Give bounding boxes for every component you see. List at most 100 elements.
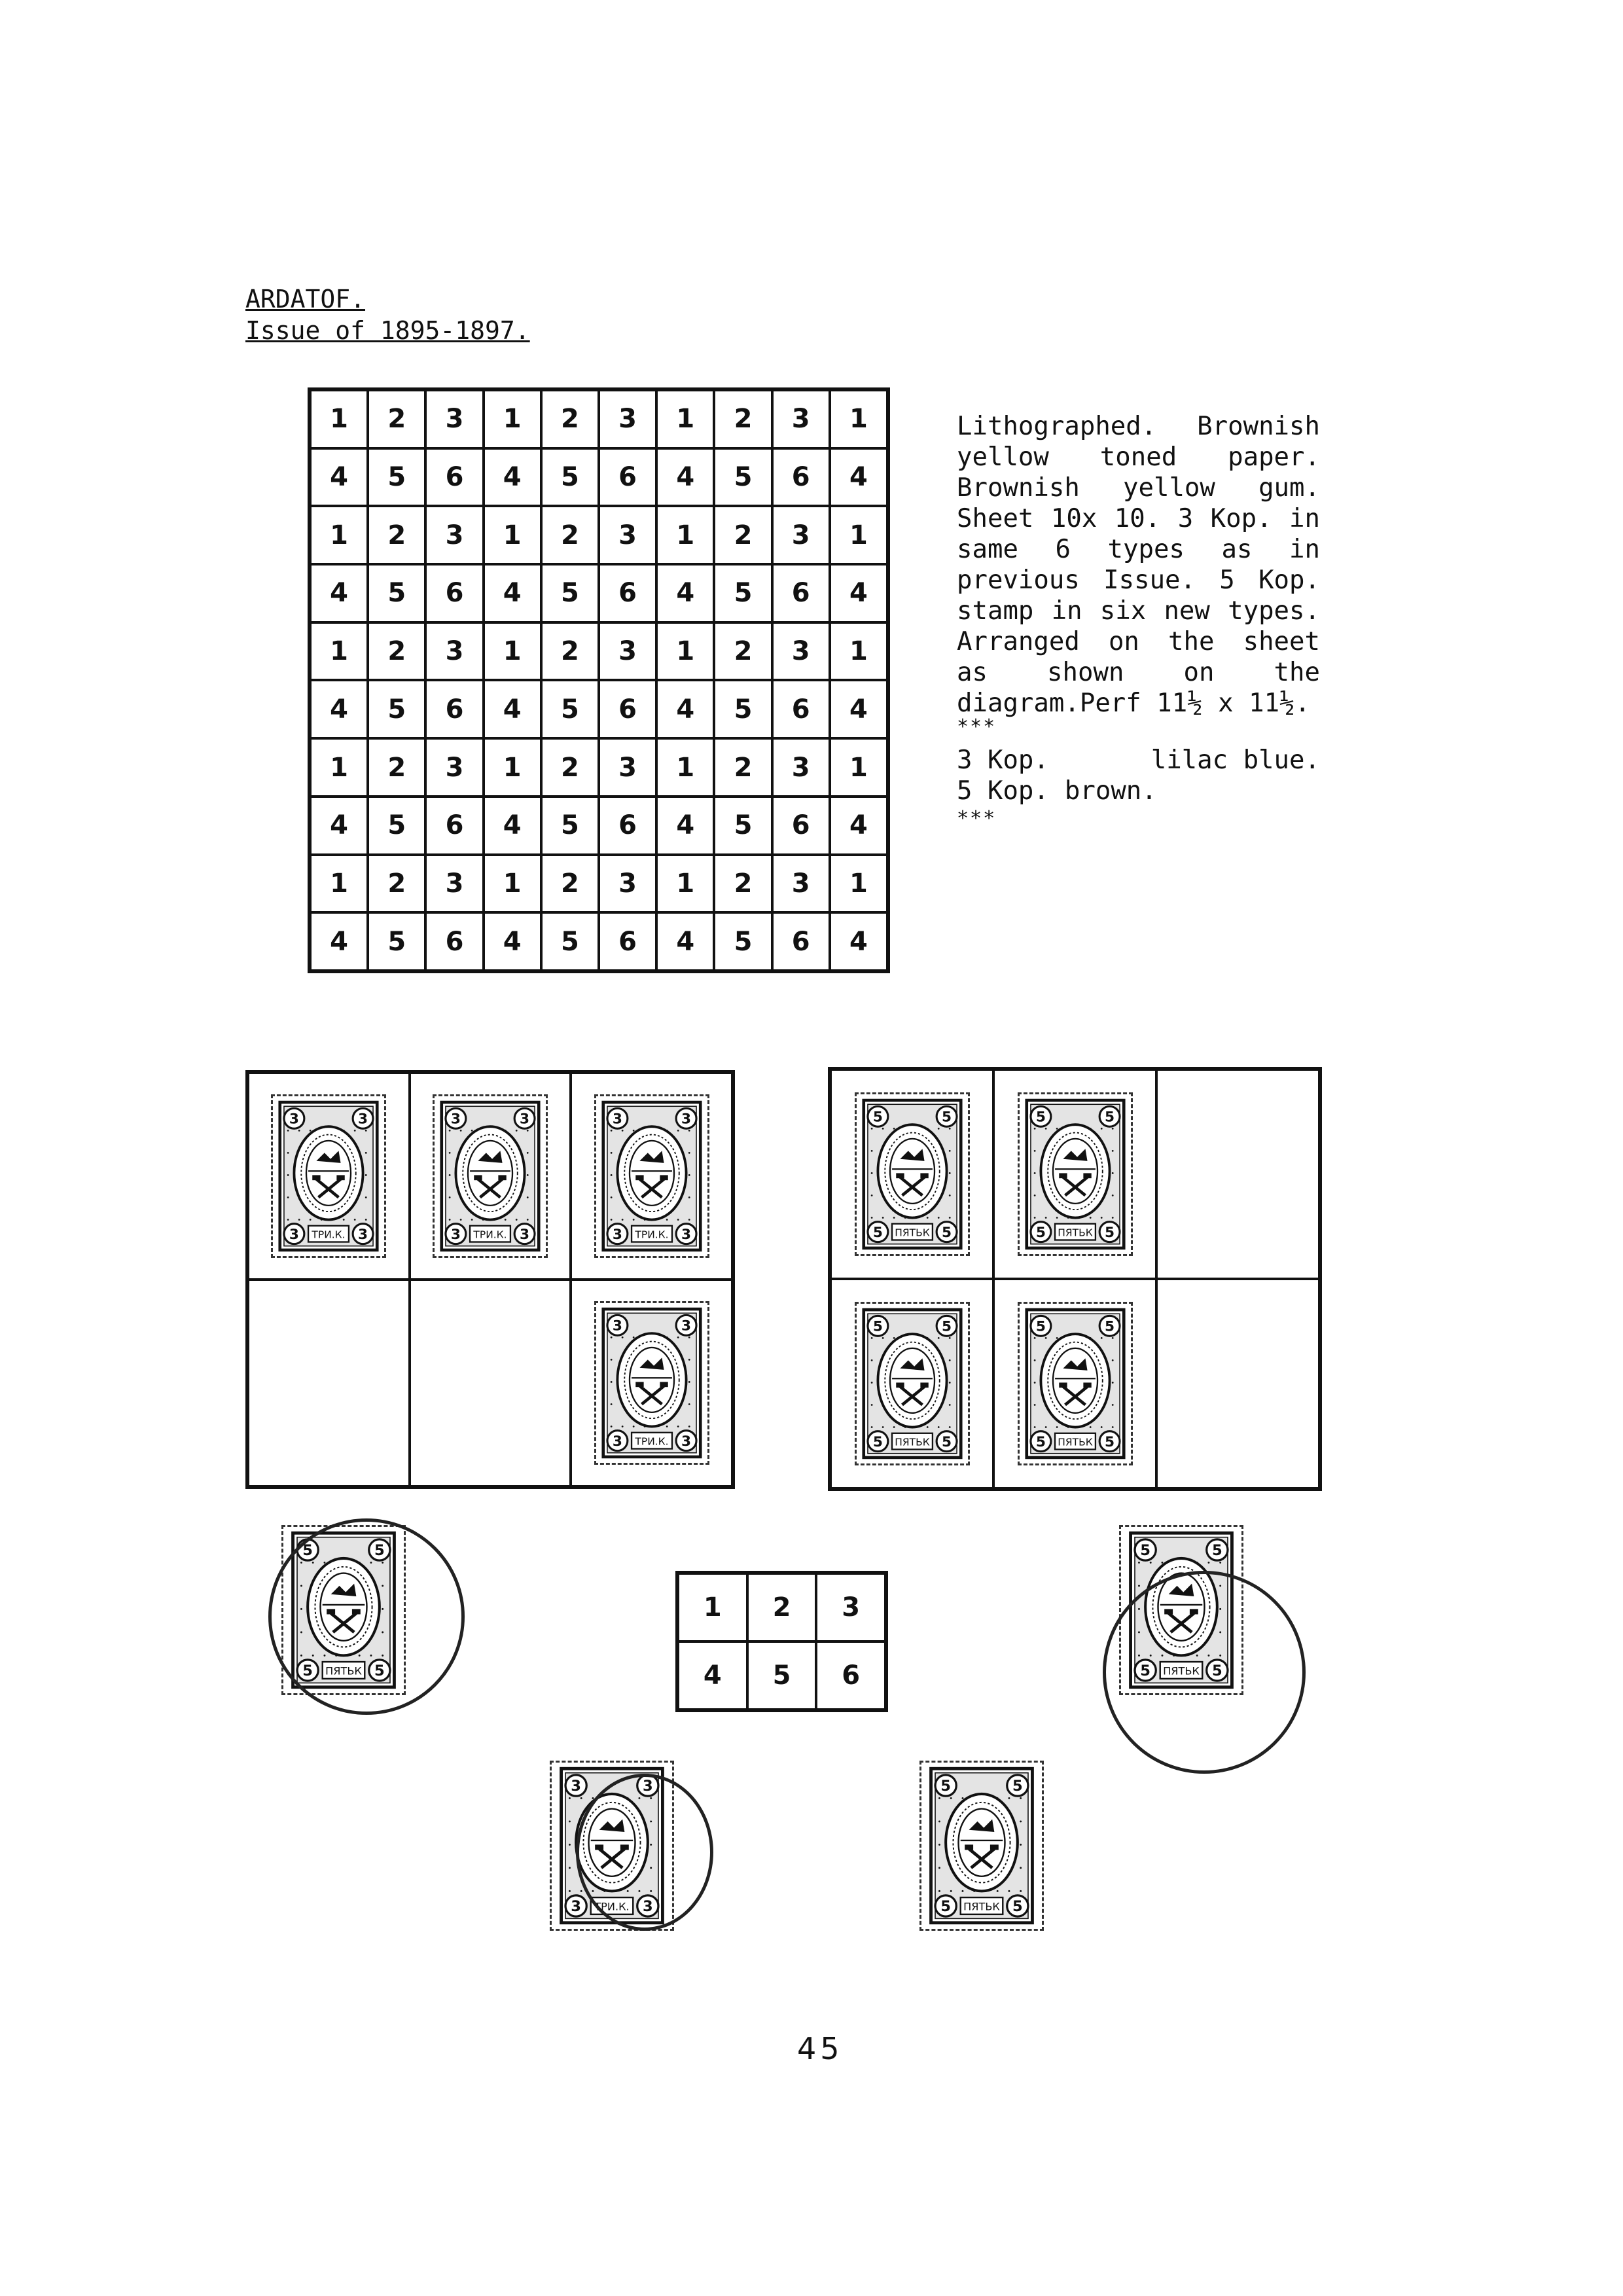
svg-text:3: 3 bbox=[358, 1111, 368, 1128]
sheet-cell: 3 bbox=[772, 854, 830, 913]
type-key-cell: 1 bbox=[678, 1573, 747, 1641]
sheet-cell: 1 bbox=[829, 390, 887, 448]
stamp-3kop-image: 3 3 3 3 ТРИ.К. bbox=[550, 1761, 674, 1931]
svg-text:3: 3 bbox=[613, 1318, 622, 1335]
svg-text:5: 5 bbox=[1105, 1319, 1115, 1335]
sheet-cell: 4 bbox=[656, 796, 715, 855]
svg-text:5: 5 bbox=[1105, 1225, 1115, 1241]
sheet-cell: 4 bbox=[829, 448, 887, 507]
sheet-cell: 5 bbox=[541, 680, 599, 739]
sheet-cell: 4 bbox=[483, 680, 541, 739]
sheet-cell: 2 bbox=[714, 622, 772, 681]
slot-empty bbox=[248, 1280, 410, 1486]
svg-text:ПЯТЬК: ПЯТЬК bbox=[1058, 1436, 1092, 1448]
color-name: lilac blue. bbox=[1150, 745, 1320, 775]
sheet-cell: 1 bbox=[310, 854, 368, 913]
issue-subtitle: Issue of 1895-1897. bbox=[245, 316, 530, 345]
stamp-3kop-image: 3 3 3 3 ТРИ.К. bbox=[271, 1094, 387, 1258]
svg-text:ПЯТЬК: ПЯТЬК bbox=[895, 1227, 929, 1238]
sheet-cell: 2 bbox=[368, 390, 426, 448]
sheet-cell: 6 bbox=[425, 564, 484, 622]
stamp-5kop-image: 5 5 5 5 ПЯТЬК bbox=[854, 1092, 970, 1256]
svg-text:ПЯТЬК: ПЯТЬК bbox=[1058, 1227, 1092, 1238]
svg-text:ПЯТЬК: ПЯТЬК bbox=[1163, 1664, 1200, 1677]
sheet-cell: 4 bbox=[829, 564, 887, 622]
sheet-cell: 4 bbox=[829, 796, 887, 855]
sheet-cell: 5 bbox=[541, 564, 599, 622]
sheet-cell: 6 bbox=[772, 564, 830, 622]
svg-text:5: 5 bbox=[1035, 1434, 1045, 1450]
svg-text:5: 5 bbox=[940, 1778, 951, 1795]
svg-text:ПЯТЬК: ПЯТЬК bbox=[325, 1664, 362, 1677]
page-number: 45 bbox=[797, 2031, 844, 2066]
type-key-cell: 6 bbox=[816, 1641, 885, 1710]
type-key-cell: 2 bbox=[747, 1573, 817, 1641]
sheet-cell: 2 bbox=[714, 854, 772, 913]
sheet-cell: 2 bbox=[714, 390, 772, 448]
stamp-5kop-image: 5 5 5 5 ПЯТЬК bbox=[854, 1302, 970, 1465]
sheet-cell: 6 bbox=[598, 912, 657, 971]
sheet-cell: 4 bbox=[310, 912, 368, 971]
sheet-cell: 6 bbox=[425, 680, 484, 739]
svg-text:3: 3 bbox=[358, 1227, 368, 1243]
sheet-cell: 3 bbox=[598, 854, 657, 913]
color-list: 3 Kop. lilac blue. 5 Kop. brown. bbox=[957, 745, 1320, 806]
sheet-cell: 3 bbox=[598, 622, 657, 681]
stamp-3kop-image: 3 3 3 3 ТРИ.К. bbox=[594, 1301, 709, 1465]
sheet-cell: 4 bbox=[829, 680, 887, 739]
svg-text:5: 5 bbox=[942, 1319, 952, 1335]
svg-text:5: 5 bbox=[302, 1542, 313, 1559]
sheet-cell: 5 bbox=[541, 448, 599, 507]
sheet-cell: 3 bbox=[772, 738, 830, 797]
stamp-5kop-image: 5 5 5 5 ПЯТЬК bbox=[919, 1761, 1044, 1931]
type-key-cell: 3 bbox=[816, 1573, 885, 1641]
svg-text:5: 5 bbox=[872, 1319, 882, 1335]
sheet-cell: 1 bbox=[656, 390, 715, 448]
sheet-cell: 3 bbox=[425, 854, 484, 913]
sheet-cell: 3 bbox=[772, 390, 830, 448]
sheet-cell: 4 bbox=[656, 564, 715, 622]
svg-text:5: 5 bbox=[1035, 1319, 1045, 1335]
svg-text:3: 3 bbox=[643, 1898, 653, 1915]
sheet-cell: 1 bbox=[829, 506, 887, 565]
svg-text:ПЯТЬК: ПЯТЬК bbox=[895, 1436, 929, 1448]
sheet-cell: 6 bbox=[772, 912, 830, 971]
sheet-cell: 5 bbox=[714, 912, 772, 971]
sheet-cell: 1 bbox=[656, 854, 715, 913]
sheet-cell: 2 bbox=[541, 738, 599, 797]
slot-empty bbox=[1156, 1279, 1319, 1488]
svg-text:3: 3 bbox=[451, 1111, 461, 1128]
sheet-cell: 5 bbox=[541, 796, 599, 855]
sheet-cell: 5 bbox=[368, 912, 426, 971]
sheet-cell: 2 bbox=[368, 738, 426, 797]
sheet-cell: 5 bbox=[368, 448, 426, 507]
sheet-cell: 1 bbox=[656, 738, 715, 797]
sheet-cell: 5 bbox=[714, 796, 772, 855]
svg-text:5: 5 bbox=[872, 1225, 882, 1241]
type-key-cell: 5 bbox=[747, 1641, 817, 1710]
svg-text:3: 3 bbox=[520, 1227, 529, 1243]
description-text: Lithographed. Brownish yellow toned pape… bbox=[957, 412, 1320, 718]
stamp-3kop-image: 3 3 3 3 ТРИ.К. bbox=[432, 1094, 548, 1258]
svg-text:5: 5 bbox=[374, 1542, 385, 1559]
sheet-cell: 4 bbox=[483, 564, 541, 622]
type-key-cell: 4 bbox=[678, 1641, 747, 1710]
stamp-5kop-image: 5 5 5 5 ПЯТЬК bbox=[1017, 1092, 1133, 1256]
sheet-cell: 4 bbox=[656, 448, 715, 507]
svg-text:3: 3 bbox=[571, 1778, 581, 1795]
svg-text:5: 5 bbox=[1140, 1542, 1150, 1559]
svg-text:3: 3 bbox=[643, 1778, 653, 1795]
used-stamp-5kop-right: 5 5 5 5 ПЯТЬК bbox=[1103, 1525, 1306, 1774]
sheet-cell: 2 bbox=[368, 854, 426, 913]
sheet-cell: 3 bbox=[772, 506, 830, 565]
sheet-cell: 2 bbox=[368, 622, 426, 681]
sheet-cell: 3 bbox=[425, 738, 484, 797]
svg-text:5: 5 bbox=[1035, 1225, 1045, 1241]
plate-block-3kop: 3 3 3 3 ТРИ.К. 3 3 3 3 bbox=[245, 1070, 735, 1489]
stamp-5kop-image: 5 5 5 5 ПЯТЬК bbox=[281, 1525, 406, 1695]
svg-text:5: 5 bbox=[1012, 1898, 1023, 1915]
sheet-cell: 2 bbox=[714, 506, 772, 565]
svg-text:3: 3 bbox=[520, 1111, 529, 1128]
svg-text:3: 3 bbox=[451, 1227, 461, 1243]
